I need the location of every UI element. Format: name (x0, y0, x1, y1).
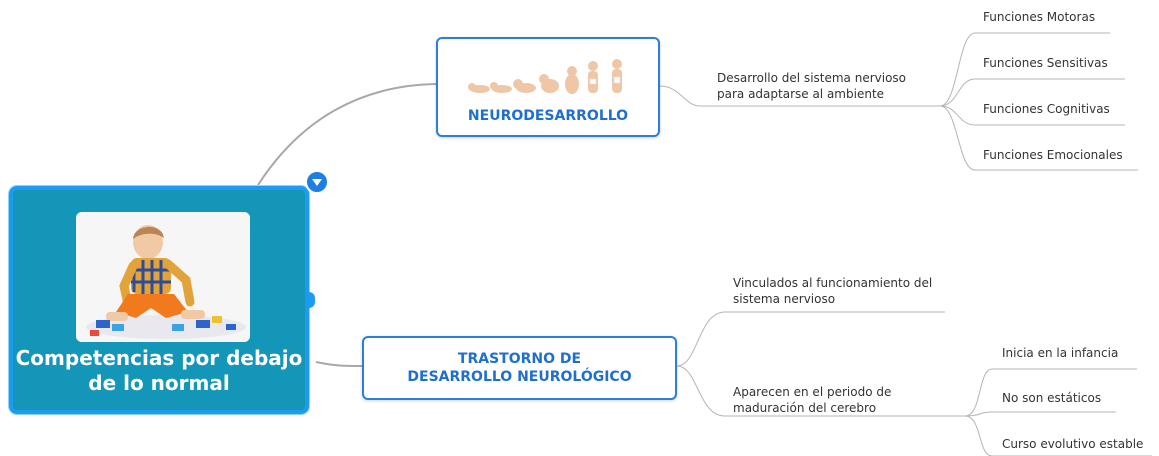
baby-development-stages-image (468, 59, 622, 94)
central-topic[interactable]: Competencias por debajo de lo normal (9, 186, 309, 414)
branch-root-trastorno (315, 361, 363, 367)
function-motoras[interactable]: Funciones Motoras (983, 10, 1096, 24)
branch-trastorno-linked (676, 311, 945, 367)
branch-description-functions (939, 32, 1110, 107)
neurodesarrollo-title: NEURODESARROLLO (467, 108, 629, 124)
chevron-down-icon (312, 179, 322, 186)
trastorno-appear[interactable]: Aparecen en el periodo de maduración del… (733, 385, 892, 415)
function-emocionales[interactable]: Funciones Emocionales (983, 148, 1123, 162)
function-cognitivas[interactable]: Funciones Cognitivas (983, 102, 1110, 116)
central-topic-title: Competencias por debajo de lo normal (15, 346, 303, 395)
trastorno-linked[interactable]: Vinculados al funcionamiento del sistema… (733, 276, 933, 306)
child-playing-photo (76, 212, 250, 342)
trastorno-title: TRASTORNO DE DESARROLLO NEUROLÓGICO (407, 351, 632, 385)
branch-trastorno-appear (676, 365, 965, 417)
function-sensitivas[interactable]: Funciones Sensitivas (983, 56, 1108, 70)
branch-root-neurodesarrollo (257, 83, 438, 186)
neuro-description[interactable]: Desarrollo del sistema nervioso para ada… (717, 71, 907, 101)
trait-no-estaticos[interactable]: No son estáticos (1002, 391, 1102, 405)
branch-appear-traits (964, 368, 1137, 417)
topic-neurodesarrollo[interactable]: NEURODESARROLLO (436, 37, 660, 137)
collapse-toggle-button[interactable] (305, 170, 329, 194)
trait-curso-estable[interactable]: Curso evolutivo estable (1002, 437, 1144, 451)
child-with-blocks-image (76, 212, 250, 342)
topic-trastorno-desarrollo[interactable]: TRASTORNO DE DESARROLLO NEUROLÓGICO (362, 336, 677, 400)
root-side-handle[interactable] (309, 292, 315, 308)
trait-infancia[interactable]: Inicia en la infancia (1002, 346, 1119, 360)
branch-neuro-description (659, 85, 940, 107)
